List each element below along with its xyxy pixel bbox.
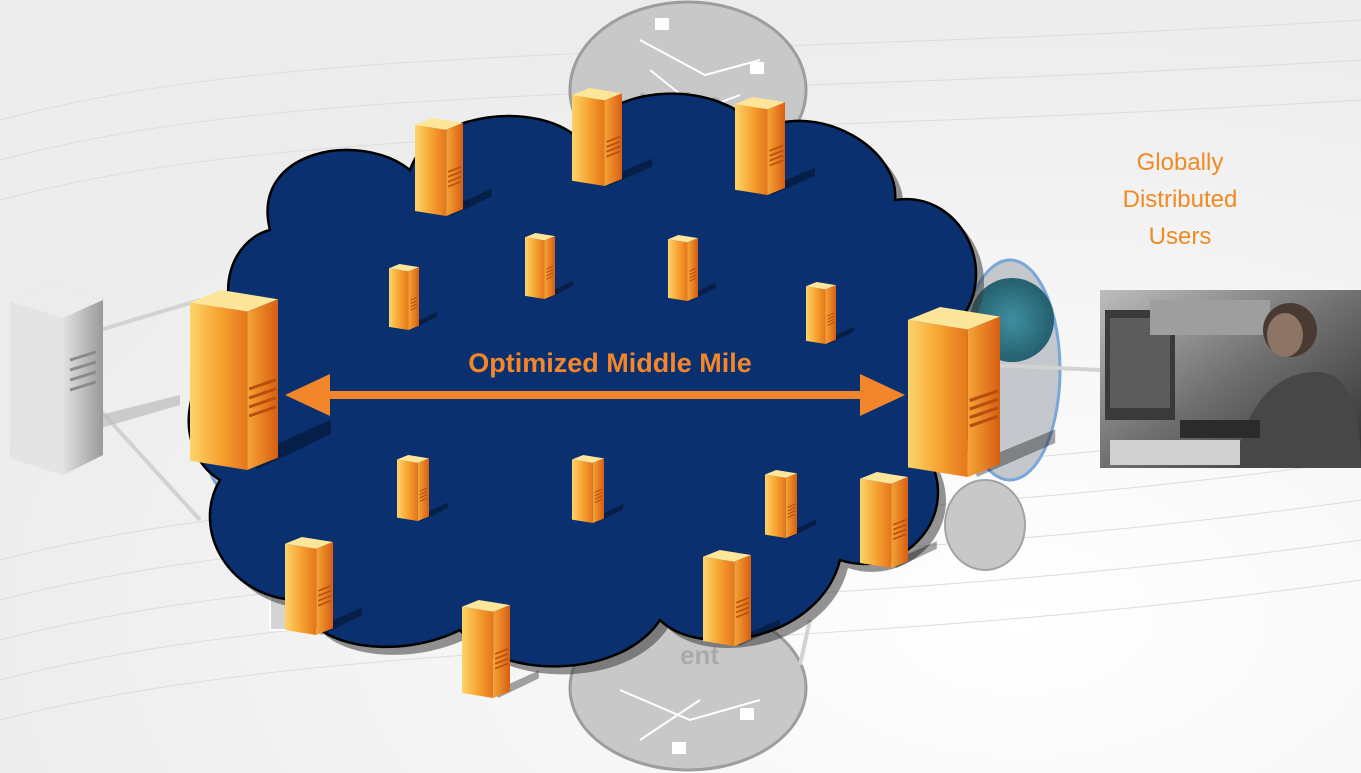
edge-server-icon — [765, 470, 817, 538]
users-caption-line: Globally — [1136, 149, 1224, 176]
edge-server-icon — [415, 118, 492, 216]
origin-server-icon — [10, 282, 180, 475]
users-caption: Globally Distributed Users — [1100, 144, 1260, 255]
edge-server-icon — [703, 550, 780, 646]
edge-server-icon — [389, 264, 437, 330]
edge-server-icon — [462, 600, 539, 698]
edge-server-icon — [668, 235, 716, 301]
edge-server-icon — [806, 282, 854, 344]
users-caption-line: Distributed — [1122, 186, 1238, 213]
edge-server-icon — [908, 307, 1056, 477]
user-photo-icon — [1100, 290, 1361, 468]
middle-mile-label: Optimized Middle Mile — [468, 348, 752, 378]
edge-server-icon — [190, 290, 331, 470]
edge-server-icon — [525, 233, 573, 299]
edge-server-icon — [735, 97, 815, 195]
edge-server-icon — [572, 88, 652, 186]
edge-server-group — [190, 88, 1056, 698]
users-caption-line: Users — [1148, 223, 1212, 250]
connection-lines — [98, 298, 1101, 666]
middle-mile-arrow — [285, 374, 905, 416]
edge-server-icon — [285, 537, 362, 635]
edge-server-icon — [397, 455, 449, 521]
edge-server-icon — [860, 472, 937, 568]
edge-server-icon — [572, 455, 624, 523]
